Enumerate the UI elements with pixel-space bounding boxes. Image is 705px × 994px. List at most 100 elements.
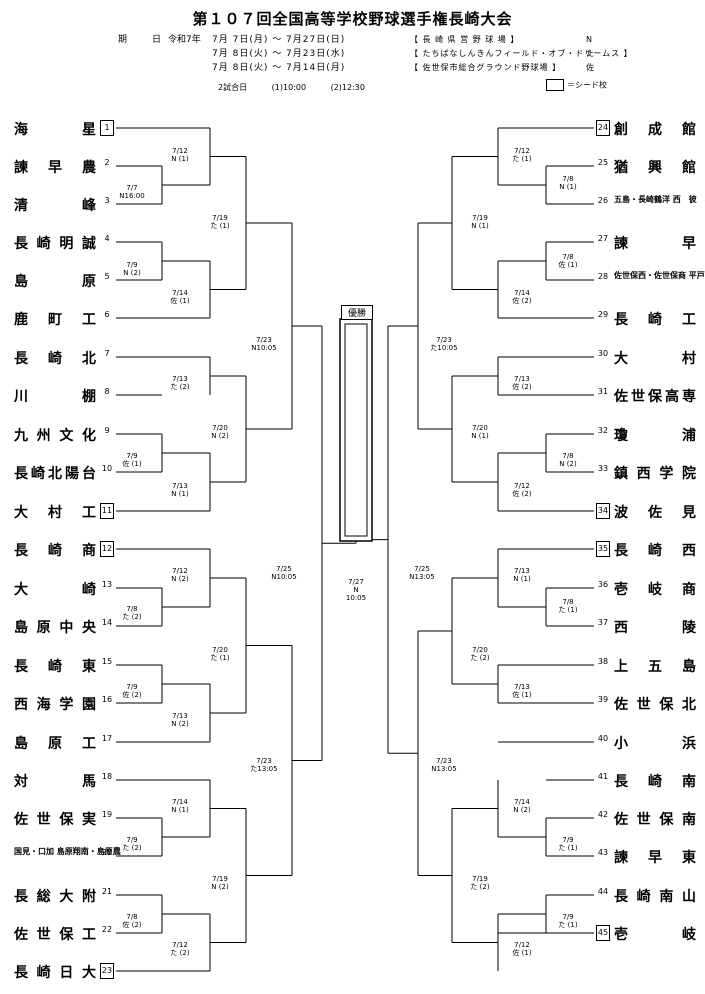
- team-name: 諫早東: [614, 850, 696, 866]
- game-date: 7/23: [436, 336, 452, 344]
- team-number: 16: [101, 695, 113, 704]
- team-number: 43: [597, 848, 609, 857]
- game-date: 7/12: [514, 482, 530, 490]
- schedule-label: 期 日: [118, 35, 170, 45]
- game-venue: 佐 (1): [512, 949, 532, 957]
- game-venue: た (2): [122, 613, 142, 621]
- game-date: 7/8: [126, 605, 138, 613]
- game-date: 7/20: [472, 646, 488, 654]
- game-venue: N (1): [559, 183, 577, 191]
- team-number: 13: [101, 580, 113, 589]
- game-date: 7/12: [514, 941, 530, 949]
- team-name: 長崎西: [614, 543, 696, 559]
- venue-name: 【 佐世保市総合グラウンド野球場 】: [410, 63, 562, 72]
- game-date: 7/19: [472, 214, 488, 222]
- game-date: 7/8: [562, 598, 574, 606]
- team-name: 壱岐商: [614, 582, 696, 598]
- game-venue: N (2): [211, 432, 229, 440]
- game-date: 7/12: [172, 147, 188, 155]
- game-venue: た (1): [512, 155, 532, 163]
- seed-number: 45: [596, 925, 610, 941]
- team-name: 波佐見: [614, 505, 696, 521]
- team-number: 30: [597, 349, 609, 358]
- game-date: 7/25: [414, 565, 430, 573]
- team-number: 27: [597, 234, 609, 243]
- game-venue: N (1): [171, 490, 189, 498]
- team-name: 創成館: [614, 122, 696, 138]
- game-date: 7/9: [562, 913, 574, 921]
- team-number: 15: [101, 657, 113, 666]
- team-number: 14: [101, 618, 113, 627]
- team-name: 国見・口加 島原翔南・島原農: [14, 847, 121, 856]
- game-date: 7/14: [172, 798, 188, 806]
- team-name: 長総大附: [14, 889, 96, 905]
- team-number: 32: [597, 426, 609, 435]
- team-number: 6: [104, 310, 110, 319]
- game-venue: た (1): [558, 606, 578, 614]
- game-venue: N (2): [513, 806, 531, 814]
- game-venue: 佐 (2): [512, 297, 532, 305]
- game-venue: た13:05: [250, 765, 278, 773]
- team-number: 31: [597, 387, 609, 396]
- team-number: 7: [104, 349, 110, 358]
- game-date: 7/13: [514, 683, 530, 691]
- game-venue: N (1): [171, 806, 189, 814]
- team-name: 壱 岐: [614, 927, 696, 943]
- time-slot-2: (2)12:30: [330, 83, 365, 92]
- game-venue: N (2): [171, 575, 189, 583]
- game-date: 7/9: [126, 261, 138, 269]
- game-date: 7/23: [436, 757, 452, 765]
- game-venue: た10:05: [430, 344, 458, 352]
- team-number: 39: [597, 695, 609, 704]
- game-venue: N16:00: [119, 192, 145, 200]
- seed-box-icon: [546, 79, 564, 91]
- team-number: 4: [104, 234, 110, 243]
- team-number: 19: [101, 810, 113, 819]
- team-name: 上五島: [614, 659, 696, 675]
- game-venue: N (2): [171, 720, 189, 728]
- team-number: 18: [101, 772, 113, 781]
- seed-number: 35: [596, 541, 610, 557]
- final-game: 7/27 N 10:05: [336, 578, 376, 602]
- game-date: 7/14: [172, 289, 188, 297]
- game-venue: 佐 (2): [122, 691, 142, 699]
- time-slot-1: (1)10:00: [271, 83, 307, 92]
- team-name: 佐世保北: [614, 697, 696, 713]
- seed-number: 34: [596, 503, 610, 519]
- game-date: 7/14: [514, 798, 530, 806]
- team-name: 猶興館: [614, 160, 696, 176]
- team-number: 8: [104, 387, 110, 396]
- seed-number: 12: [100, 541, 114, 557]
- game-venue: N (1): [471, 222, 489, 230]
- venue-code: た: [586, 49, 594, 58]
- game-times: 2試合日 (1)10:00 (2)12:30: [218, 82, 387, 93]
- team-name: 佐世保高専: [614, 389, 696, 405]
- team-number: 9: [104, 426, 110, 435]
- game-date: 7/12: [514, 147, 530, 155]
- game-date: 7/9: [126, 683, 138, 691]
- team-name: 西海学園: [14, 697, 96, 713]
- team-name: 長崎南山: [614, 889, 696, 905]
- game-date: 7/23: [256, 757, 272, 765]
- game-venue: た (1): [210, 654, 230, 662]
- game-venue: た (2): [170, 949, 190, 957]
